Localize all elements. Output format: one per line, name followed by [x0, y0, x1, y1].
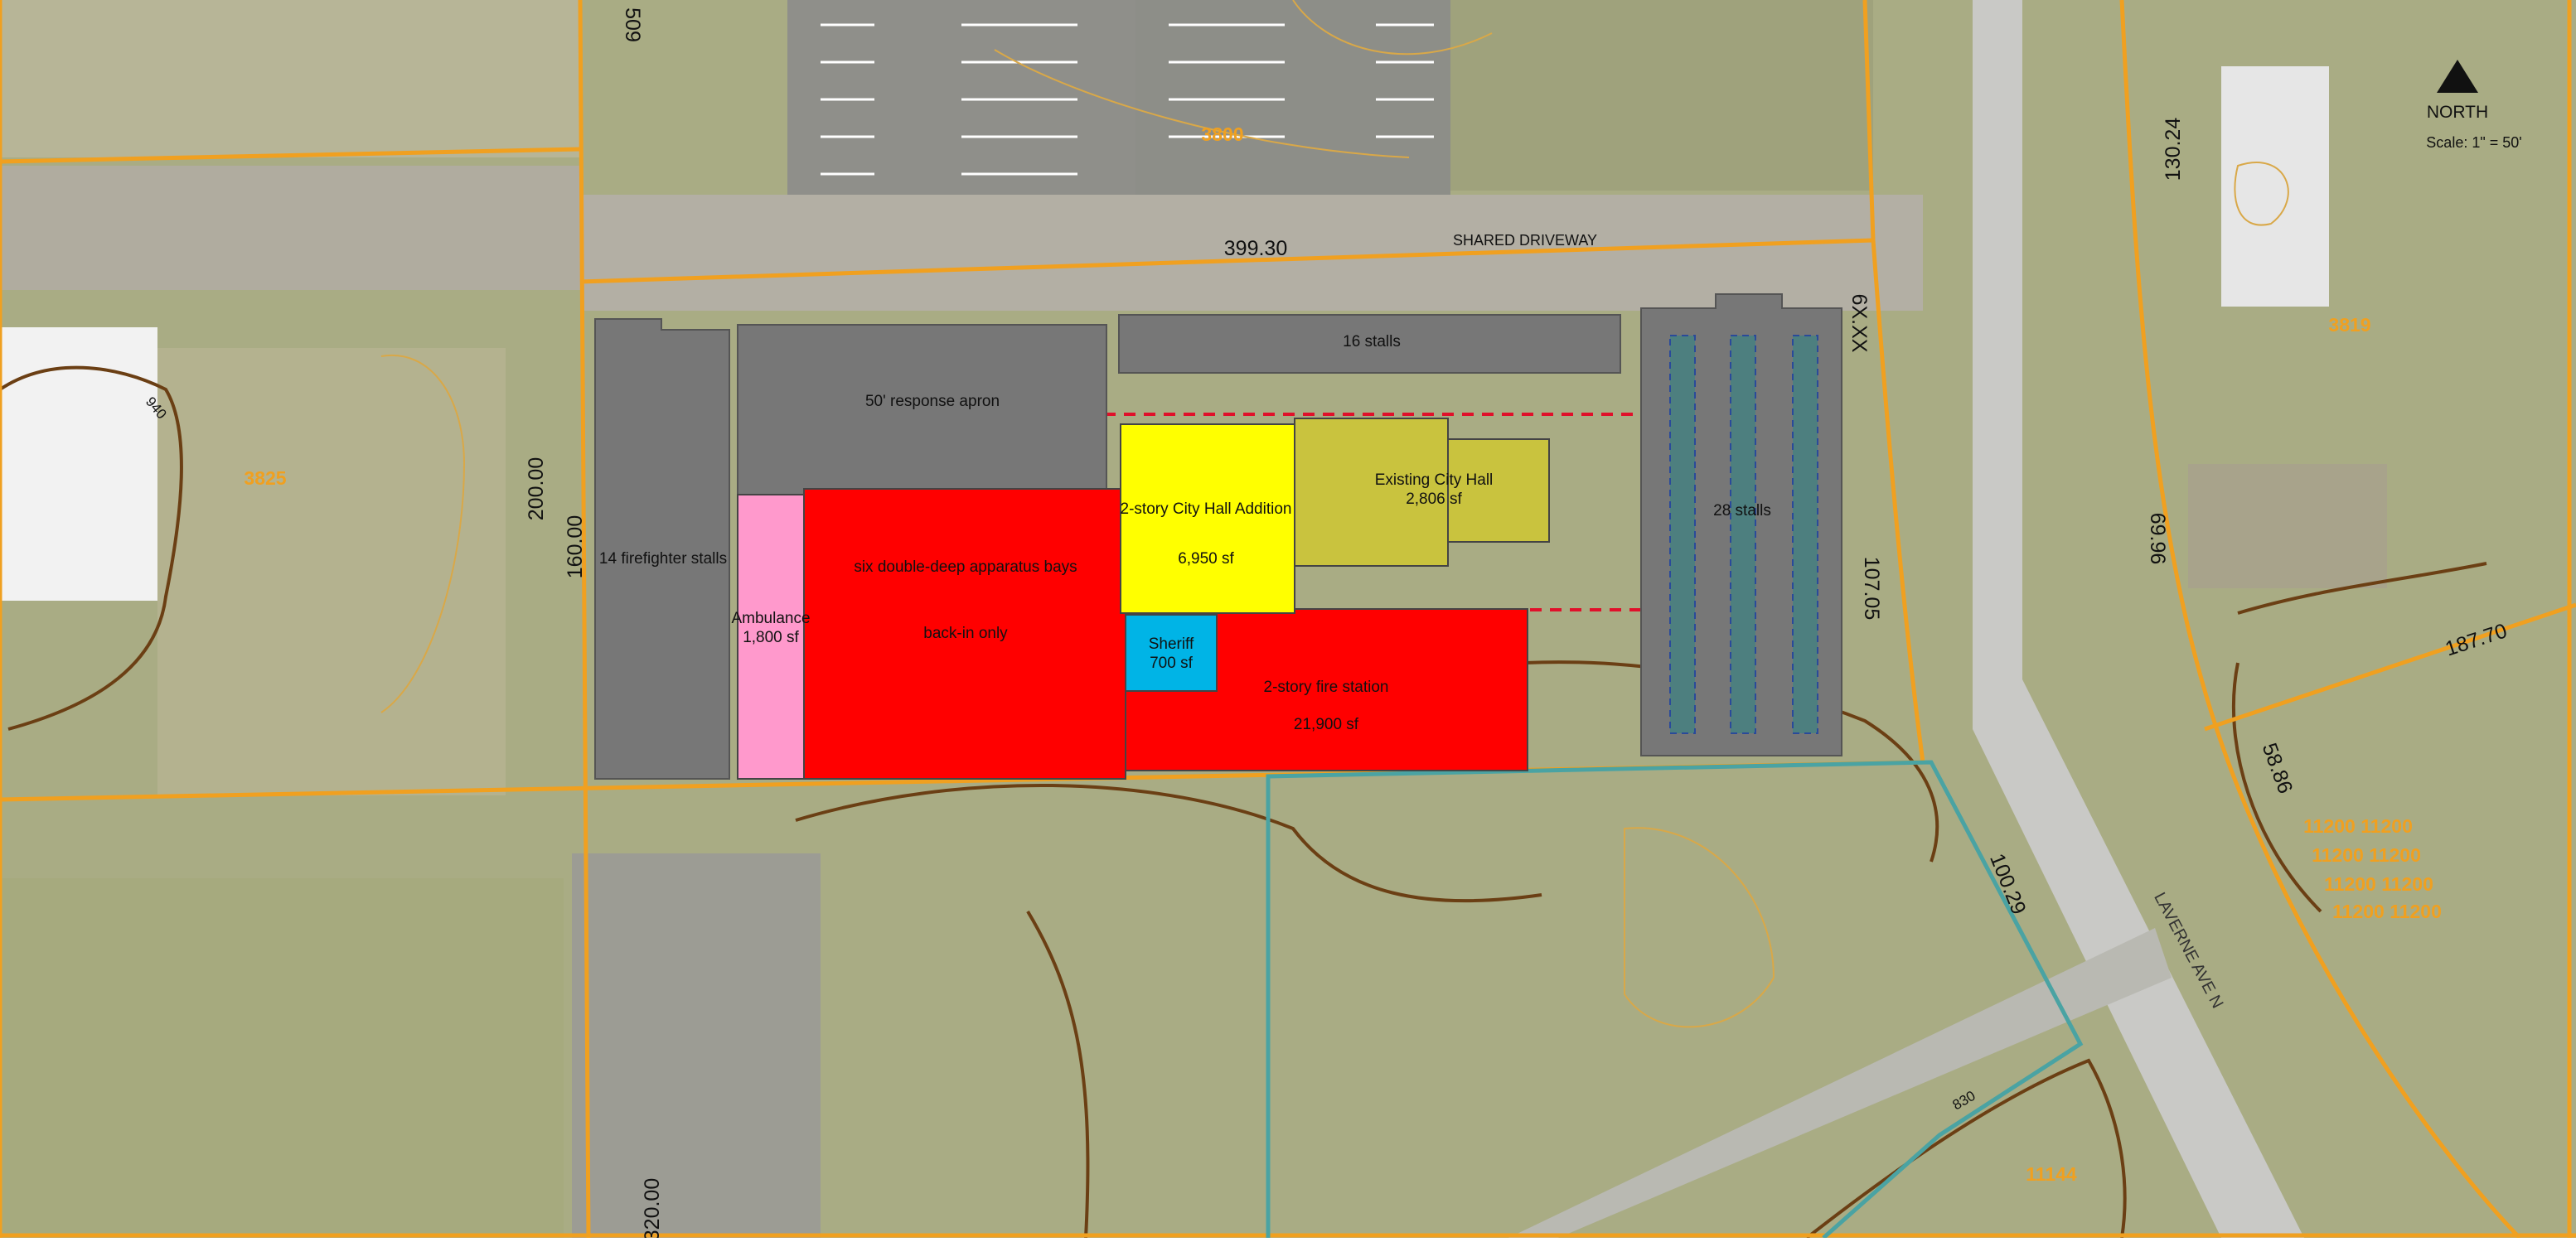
parcel-11200-row2: 11200 11200 — [2312, 844, 2421, 866]
parcel-11200-row1: 11200 11200 — [2303, 815, 2413, 837]
aerial-lot-west — [157, 348, 506, 795]
building-labels: 14 firefighter stalls 50' response apron… — [599, 333, 1771, 733]
north-arrow-icon — [2437, 60, 2478, 93]
label-scale: Scale: 1" = 50' — [2426, 134, 2521, 151]
dim-509: 509 — [621, 7, 644, 42]
label-apparatus-note: back-in only — [923, 625, 1008, 642]
label-north: NORTH — [2427, 103, 2488, 122]
aerial-field-sw — [0, 878, 564, 1238]
north-arrow-block: NORTH Scale: 1" = 50' — [2426, 60, 2522, 151]
label-ambulance: Ambulance — [731, 610, 810, 627]
dim-130-24: 130.24 — [2162, 118, 2185, 181]
parcel-11200-row4: 11200 11200 — [2332, 901, 2442, 922]
parcel-3800: 3800 — [1201, 123, 1243, 145]
building-roof-west — [0, 327, 157, 601]
parcel-11200-row3: 11200 11200 — [2324, 873, 2433, 895]
label-sheriff: Sheriff — [1149, 635, 1194, 653]
dim-6x-xx: 6X.XX — [1847, 294, 1871, 353]
parcel-3819: 3819 — [2328, 314, 2370, 336]
label-sheriff-area: 700 sf — [1150, 655, 1193, 672]
label-existing-city-hall-area: 2,806 sf — [1406, 491, 1462, 508]
parking-firefighter-stalls — [594, 318, 730, 780]
label-city-hall-addition-area: 6,950 sf — [1178, 550, 1234, 568]
label-existing-city-hall: Existing City Hall — [1375, 471, 1494, 489]
trail-south — [1508, 928, 2172, 1238]
shared-driveway-pavement — [580, 195, 1923, 311]
label-fire-station: 2-story fire station — [1264, 679, 1389, 696]
building-sheriff — [1125, 614, 1218, 692]
parcel-11144: 11144 — [2026, 1163, 2077, 1185]
aerial-field-n — [1450, 0, 1873, 191]
stall-markings-north — [821, 23, 1434, 176]
contour-lines-major — [0, 365, 2487, 1240]
easement-boundary — [1266, 760, 2084, 1240]
dim-69-96: 69.96 — [2146, 513, 2169, 565]
building-existing-city-hall — [1294, 418, 1449, 567]
paved-area-northeast — [2188, 464, 2387, 588]
paved-area-west — [0, 166, 580, 290]
label-28-stalls: 28 stalls — [1713, 502, 1771, 520]
parking-lot-southwest — [572, 853, 821, 1238]
contour-lines-minor — [380, 0, 2289, 1028]
parcel-labels: 3825 3800 3819 11144 11200 11200 11200 1… — [244, 123, 2441, 1185]
label-response-apron: 50' response apron — [865, 393, 1000, 410]
label-16-stalls: 16 stalls — [1343, 333, 1401, 350]
building-city-hall-addition — [1120, 423, 1295, 614]
parking-16-stalls — [1118, 314, 1621, 374]
dim-160-00: 160.00 — [564, 515, 587, 578]
dim-399-30: 399.30 — [1224, 237, 1287, 260]
label-shared-driveway: SHARED DRIVEWAY — [1453, 232, 1597, 249]
parcel-3825: 3825 — [244, 467, 286, 489]
label-city-hall-addition: 2-story City Hall Addition — [1121, 500, 1292, 518]
building-apparatus-bays — [803, 488, 1126, 780]
label-fire-station-area: 21,900 sf — [1294, 716, 1359, 733]
building-existing-city-hall-wing — [1447, 438, 1550, 543]
building-ambulance — [737, 494, 805, 780]
parking-response-apron — [737, 324, 1107, 495]
building-roof-northeast — [2221, 66, 2329, 307]
dim-107-05: 107.05 — [1860, 557, 1883, 620]
label-firefighter-stalls: 14 firefighter stalls — [599, 550, 727, 568]
dim-200-00: 200.00 — [525, 457, 548, 520]
dim-320-00: 320.00 — [641, 1178, 664, 1238]
label-ambulance-area: 1,800 sf — [743, 629, 799, 646]
label-apparatus-bays: six double-deep apparatus bays — [854, 558, 1077, 576]
parking-islands — [1669, 335, 1818, 734]
aerial-field-nw — [0, 0, 580, 157]
